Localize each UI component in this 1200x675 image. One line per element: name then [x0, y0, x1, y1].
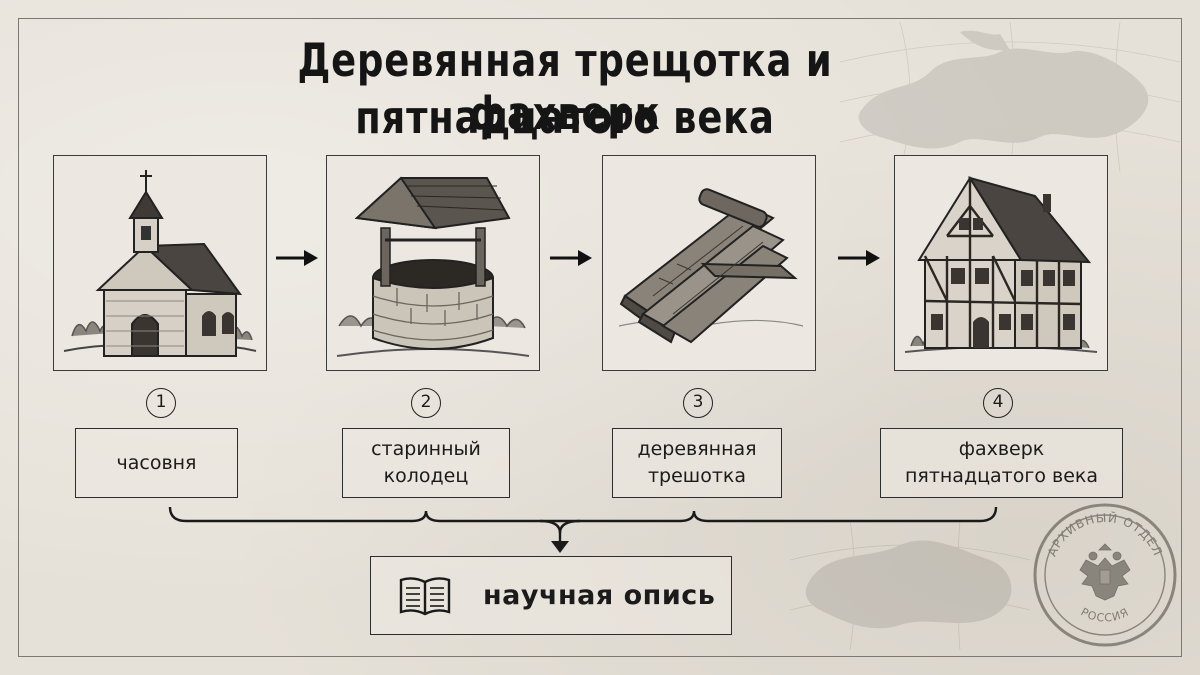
step-label-2-text: старинный колодец	[371, 438, 481, 487]
panel-chapel	[53, 155, 267, 371]
panel-well	[326, 155, 540, 371]
frame-border	[18, 18, 1182, 657]
page-title-line-2: пятнадцатого века	[355, 91, 775, 144]
brace-connector	[168, 506, 998, 553]
chapel-icon	[63, 170, 257, 357]
half-timbered-house-icon	[904, 176, 1098, 353]
wooden-rattle-icon	[618, 188, 804, 344]
archive-stamp: АРХИВНЫЙ ОТДЕЛ РОССИЯ	[1033, 503, 1177, 647]
step-label-4-text: фахверк пятнадцатого века	[904, 438, 1099, 487]
svg-text:РОССИЯ: РОССИЯ	[1079, 605, 1132, 624]
panel-half-timbered-house	[894, 155, 1108, 371]
double-headed-eagle-icon	[1079, 543, 1131, 601]
step-label-1-text: часовня	[116, 451, 197, 474]
world-map-decoration-bottom	[790, 520, 1030, 650]
page-title-line-1: Деревянная трещотка и фахверк	[297, 34, 833, 140]
step-number-1: 1	[146, 388, 176, 418]
arrow-right-icon	[276, 250, 318, 266]
step-number-2: 2	[411, 388, 441, 418]
well-icon	[336, 176, 530, 357]
stamp-bottom-text: РОССИЯ	[1079, 605, 1131, 624]
world-map-decoration-top	[840, 22, 1180, 172]
panel-wooden-rattle	[602, 155, 816, 371]
arrow-right-icon	[838, 250, 880, 266]
step-number-4: 4	[983, 388, 1013, 418]
step-label-3-text: деревянная трешотка	[637, 438, 757, 487]
step-label-3: деревянная трешотка	[612, 428, 782, 498]
step-number-3: 3	[683, 388, 713, 418]
result-label: научная опись	[483, 580, 716, 611]
step-label-4: фахверк пятнадцатого века	[880, 428, 1123, 498]
step-label-1: часовня	[75, 428, 238, 498]
arrow-right-icon	[550, 250, 592, 266]
step-label-2: старинный колодец	[342, 428, 510, 498]
result-box: научная опись	[370, 556, 732, 635]
open-book-icon	[399, 576, 451, 615]
